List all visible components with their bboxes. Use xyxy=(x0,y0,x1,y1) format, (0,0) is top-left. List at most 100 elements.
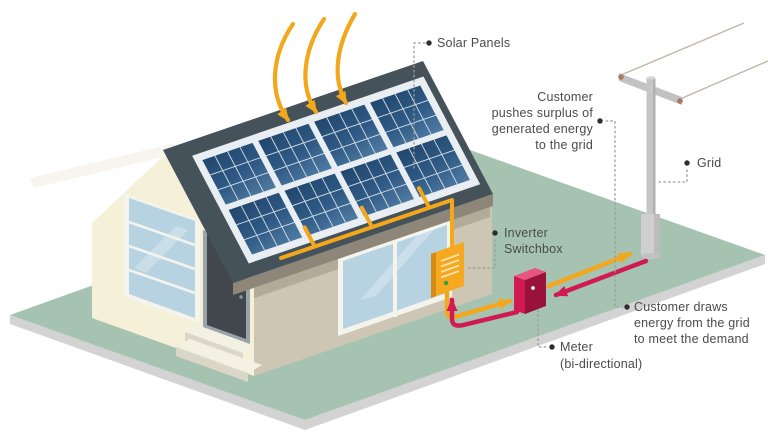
svg-text:Meter: Meter xyxy=(560,340,593,354)
label-draw-energy: Customer draws energy from the grid to m… xyxy=(634,300,750,346)
pole-base-shade xyxy=(654,214,660,256)
panel-cell-line xyxy=(351,108,376,154)
grid-pole xyxy=(618,22,768,259)
inverter-vents xyxy=(440,253,460,279)
bullet-solar-panels xyxy=(426,40,432,46)
panel-cell-line xyxy=(382,98,407,144)
flow-meter-to-grid xyxy=(546,251,633,289)
insulator-left xyxy=(618,74,624,80)
flow-inverter-to-meter xyxy=(444,289,513,320)
panel-cell-line xyxy=(236,207,287,226)
sun-arrows xyxy=(272,11,358,123)
svg-text:Inverter: Inverter xyxy=(504,226,548,240)
meter-dial xyxy=(531,286,535,290)
power-lines xyxy=(620,22,768,100)
panel-wiring xyxy=(279,186,454,260)
panel-cell-line xyxy=(210,157,261,176)
panel-cell-line xyxy=(309,182,334,227)
svg-text:generated energy: generated energy xyxy=(492,122,594,136)
door-knob xyxy=(239,295,243,299)
panel-cell-line xyxy=(299,202,351,221)
label-push-surplus: Customer pushes surplus of generated ene… xyxy=(492,90,594,152)
gable-window-mullions xyxy=(128,220,196,295)
panel-cell-line xyxy=(407,89,432,135)
panel-cell-line xyxy=(292,188,343,207)
panel-cell-line xyxy=(239,146,264,192)
panel-cell-line xyxy=(421,143,446,189)
flow-grid-to-meter xyxy=(553,258,649,298)
step2-front xyxy=(176,347,248,382)
panel-cell-line xyxy=(408,148,433,194)
panel-cell-line xyxy=(326,117,351,163)
panel-cell-line xyxy=(296,186,321,232)
energy-flow-grid xyxy=(546,251,649,298)
panel-cell-line xyxy=(365,162,390,208)
panel-cell-line xyxy=(214,155,239,201)
svg-text:(bi-directional): (bi-directional) xyxy=(560,357,642,371)
step-top xyxy=(185,325,255,353)
panel-cell-line xyxy=(411,164,463,183)
panel-cell-line xyxy=(227,151,252,197)
step2-top xyxy=(176,339,262,373)
inverter-side xyxy=(431,252,436,298)
panel-cell-line xyxy=(244,222,295,241)
panel-cell-line xyxy=(352,167,377,213)
panel-cell-line xyxy=(321,177,346,223)
pole-cap xyxy=(646,76,656,80)
svg-text:Customer draws: Customer draws xyxy=(634,300,728,314)
bullet-grid xyxy=(684,160,690,166)
panel-cell-line xyxy=(282,132,308,178)
panel-cell-line xyxy=(403,149,455,168)
insulator-right xyxy=(677,98,683,104)
panel-bus-wire xyxy=(279,198,454,260)
label-grid: Grid xyxy=(697,156,721,170)
labels: Solar Panels Customer pushes surplus of … xyxy=(437,36,750,371)
label-solar-panels: Solar Panels xyxy=(437,36,510,50)
panel-cell-line xyxy=(265,196,291,242)
label-connectors xyxy=(413,42,688,348)
panel-cell-line xyxy=(377,158,402,204)
bullet-draw-energy xyxy=(624,304,630,310)
panel-cell-line xyxy=(385,114,437,133)
house xyxy=(30,61,493,382)
panel-cell-line xyxy=(348,168,399,187)
front-window-mullion xyxy=(393,239,397,317)
panel-cell-line xyxy=(253,201,278,247)
panel-cell-line xyxy=(338,113,364,158)
meter-box xyxy=(514,268,546,314)
panel-cell-line xyxy=(377,99,429,118)
bullet-inverter xyxy=(492,230,498,236)
pole-base-foot xyxy=(641,253,660,259)
roof-fascia xyxy=(233,194,493,295)
meter-top xyxy=(514,268,546,280)
sun-ray-1 xyxy=(272,21,296,123)
energy-flow-house xyxy=(444,289,520,328)
connector-inverter xyxy=(467,239,496,269)
label-meter: Meter (bi-directional) xyxy=(560,340,642,371)
front-window-sheen xyxy=(360,227,436,300)
solar-panel-array xyxy=(192,76,481,264)
connector-meter xyxy=(537,309,548,348)
panel-cell-line xyxy=(295,127,320,173)
sun-ray-2 xyxy=(303,16,327,115)
pole-shaft-shade xyxy=(653,78,656,218)
meter-front-right xyxy=(525,272,546,314)
panel-cell-line xyxy=(433,139,458,185)
inverter-switchbox xyxy=(431,242,464,298)
inverter-status-led xyxy=(443,280,449,286)
svg-text:Switchbox: Switchbox xyxy=(504,242,563,256)
sun-ray-3 xyxy=(335,11,358,106)
bullet-push-surplus xyxy=(597,118,603,124)
connector-solar-panels xyxy=(413,42,426,169)
panel-cell-line xyxy=(321,119,373,138)
label-bullets xyxy=(426,40,690,350)
panel-cell-line xyxy=(217,172,269,191)
panel-cell-line xyxy=(273,153,325,172)
svg-text:Customer: Customer xyxy=(537,90,593,104)
meter-front-left xyxy=(514,276,525,314)
panel-cell-line xyxy=(265,138,317,157)
gable-window xyxy=(124,193,200,324)
svg-text:pushes surplus of: pushes surplus of xyxy=(492,106,594,120)
